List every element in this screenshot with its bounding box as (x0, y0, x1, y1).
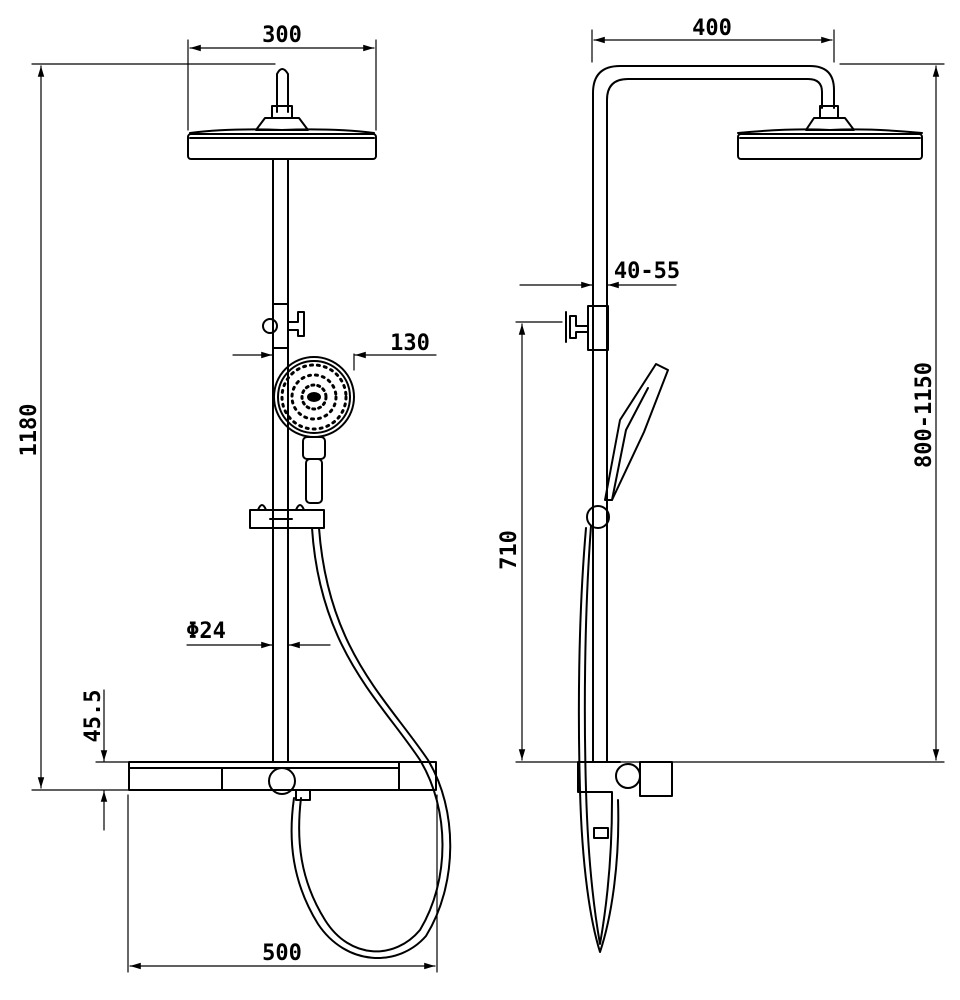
label-overall-height: 1180 (17, 404, 42, 457)
front-hose (290, 527, 452, 959)
label-clamp-distance: 40-55 (614, 259, 680, 284)
label-height-adjust: 800-1150 (912, 362, 937, 468)
label-handshower-diameter: 130 (390, 331, 430, 356)
front-slide-holder (249, 504, 325, 529)
dimension-labels: 300 400 1180 130 40-55 800-1150 Φ24 45.5… (17, 16, 937, 966)
side-hose (577, 525, 620, 953)
dimension-lines (37, 36, 940, 970)
front-view (128, 68, 452, 959)
front-riser-bar (272, 158, 289, 763)
front-handshower (273, 356, 355, 504)
side-handshower (586, 363, 669, 529)
label-head-width-front: 300 (262, 23, 302, 48)
label-head-width-side: 400 (692, 16, 732, 41)
label-mixer-width: 500 (262, 941, 302, 966)
label-bar-diameter: Φ24 (186, 619, 226, 644)
extension-lines (31, 29, 945, 973)
side-view (565, 65, 923, 953)
side-riser (592, 65, 835, 763)
side-wall-bracket (565, 305, 609, 351)
front-shower-head (187, 68, 377, 160)
label-mixer-height: 710 (497, 530, 522, 570)
label-outlet-offset: 45.5 (81, 690, 106, 743)
front-mixer (128, 761, 437, 801)
side-mixer (577, 761, 673, 839)
side-shower-head (737, 105, 923, 160)
front-wall-bracket (262, 303, 305, 349)
